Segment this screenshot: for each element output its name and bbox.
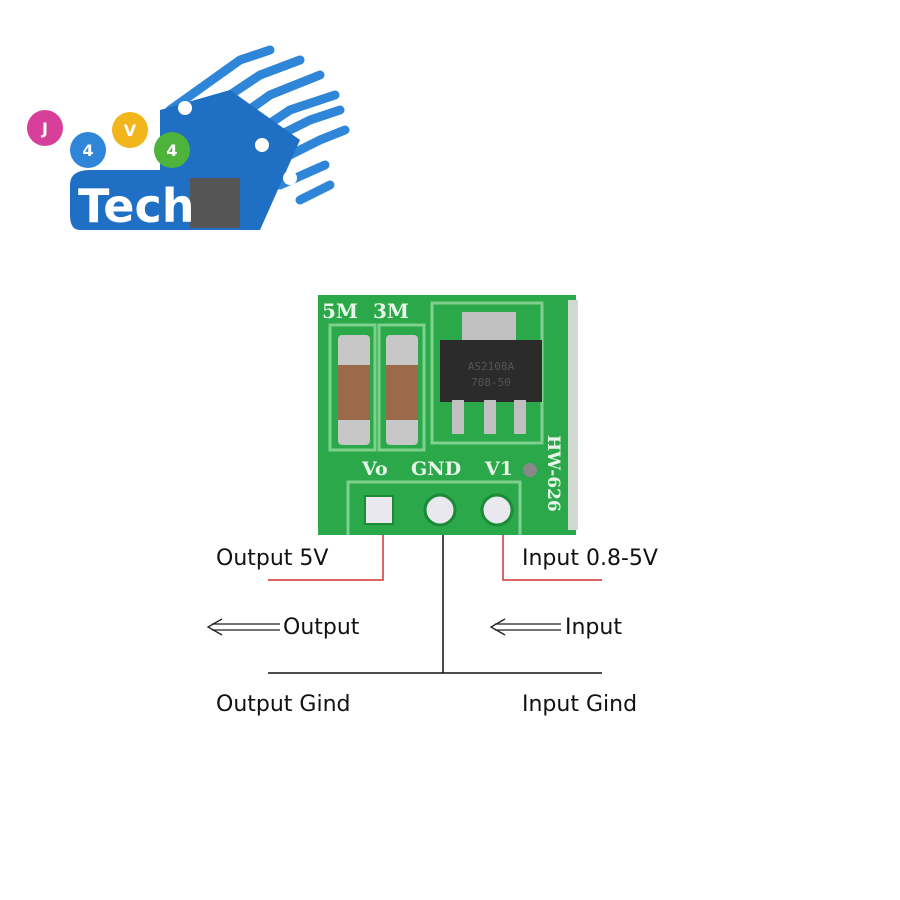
logo-letter: V [124,121,137,140]
silk-cap2-label: 3M [373,299,409,323]
logo-via-icon [178,101,192,115]
hw-626-board: 5M 3M AS2108A 708-50 Vo GND V1 HW-626 [318,295,578,535]
regulator-chip: AS2108A 708-50 [440,312,542,434]
logo-letter: 4 [82,141,93,160]
silk-box [377,323,426,452]
chip-marking-line1: AS2108A [468,360,515,373]
logo-ball-yellow [112,112,148,148]
silk-model-label: HW-626 [543,435,563,512]
logo-tech-word: Tech [78,179,194,233]
logo-letter: 4 [166,141,177,160]
logo-ball-blue [70,132,106,168]
output-arrow-icon [206,618,280,636]
pcb-edge [568,300,578,530]
mounting-dot [523,463,537,477]
output-red-wire [268,535,384,581]
silk-box [328,323,377,452]
silk-vi-label: V1 [484,458,513,480]
logo-ball-pink [27,110,63,146]
input-label: Input [565,615,622,640]
input-gnd-label: Input Gind [522,692,637,717]
output-label: Output [283,615,360,640]
input-arrow-icon [489,618,561,636]
capacitor-3m [386,335,418,445]
silk-vo-label: Vo [361,458,388,480]
input-red-wire [502,535,602,581]
logo-via-icon [283,171,297,185]
java4tech-logo: Tech J 4 V 4 [27,45,350,233]
silk-gnd-label: GND [411,458,461,480]
output-gnd-label: Output Gind [216,692,350,717]
logo-via-icon [255,138,269,152]
silk-header-outline [346,480,522,535]
silk-cap1-label: 5M [322,299,358,323]
input-voltage-label: Input 0.8-5V [522,546,658,571]
logo-dark-block [190,178,240,228]
pad-vi [480,493,514,527]
logo-letter: J [41,119,48,138]
output-voltage-label: Output 5V [216,546,328,571]
chip-marking-line2: 708-50 [471,376,511,389]
capacitor-5m [338,335,370,445]
pad-gnd [423,493,457,527]
logo-ball-green [154,132,190,168]
pad-vo [364,495,394,525]
